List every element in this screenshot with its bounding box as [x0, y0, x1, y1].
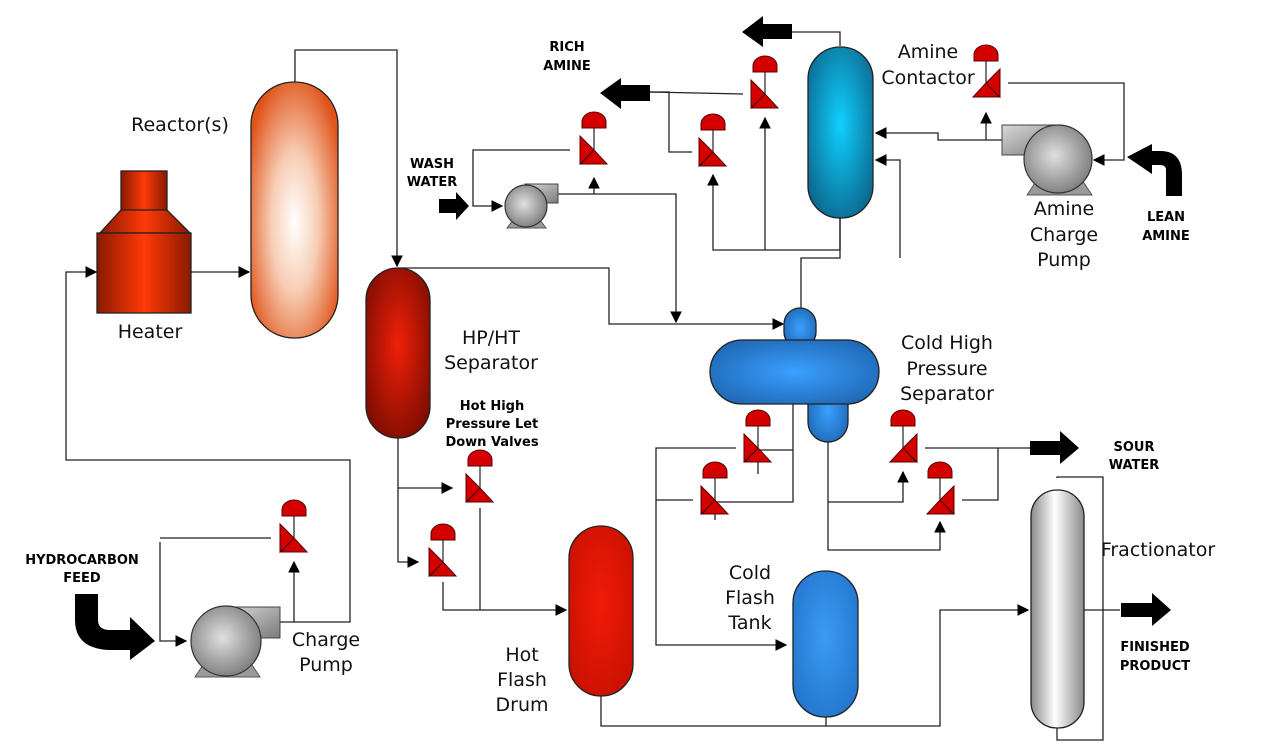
charge-pump-control-valve[interactable] — [279, 499, 308, 553]
hpht-bottoms-line — [397, 437, 420, 568]
hydrocarbon-feed-arrow-icon — [75, 594, 155, 660]
amine-recycle-line — [874, 154, 901, 258]
amine-contactor-label-1: Amine — [898, 41, 959, 63]
reactor-to-hpht-line — [294, 49, 403, 268]
rich-amine-valve-lower[interactable] — [698, 113, 727, 167]
lean-amine-control-valve[interactable] — [972, 44, 1001, 98]
lean-amine-feed-line — [874, 127, 1002, 141]
wash-water-control-valve[interactable] — [579, 111, 608, 165]
rich-amine-arrow-icon — [600, 78, 650, 109]
rich-amine-valve-upper[interactable] — [750, 55, 779, 109]
cold-sep-right-bottoms — [827, 440, 946, 551]
wash-water-label-2: WATER — [407, 175, 458, 190]
letdown-to-hotflash-line — [442, 582, 568, 616]
hpht-separator-label-2: Separator — [444, 352, 538, 374]
letdown-valves-label-3: Down Valves — [445, 435, 538, 450]
contactor-overhead-arrow-icon — [742, 16, 792, 47]
wash-water-pump[interactable] — [504, 183, 559, 229]
reactor-label: Reactor(s) — [131, 114, 229, 136]
sour-water-arrow-icon — [1030, 431, 1079, 464]
hot-flash-drum-label-3: Drum — [496, 694, 549, 716]
charge-pump-label-1: Charge — [292, 629, 360, 651]
sour-water-branch — [962, 448, 999, 501]
rich-amine-line-1 — [650, 91, 692, 153]
heater[interactable] — [96, 170, 192, 314]
sour-water-label-2: WATER — [1109, 458, 1160, 473]
hpht-overhead-line — [400, 267, 785, 330]
wash-water-recycle-line — [472, 149, 570, 212]
cold-sep-overhead-line — [800, 218, 841, 310]
hydrocarbon-feed-label-1: HYDROCARBON — [25, 553, 139, 568]
charge-pump[interactable] — [190, 605, 281, 678]
sour-water-valve-2[interactable] — [926, 461, 955, 515]
cold-hp-separator-label-3: Separator — [900, 383, 994, 405]
amine-contactor-vessel[interactable] — [807, 46, 874, 219]
hot-letdown-valve-1[interactable] — [465, 449, 494, 503]
rich-amine-line-2 — [649, 91, 744, 95]
feed-suction-line — [159, 542, 188, 647]
hot-flash-drum-label-2: Flash — [497, 669, 547, 691]
hot-flash-drum-vessel[interactable] — [568, 525, 634, 697]
finished-product-arrow-icon — [1121, 593, 1171, 626]
cold-hp-separator-label-1: Cold High — [901, 332, 993, 354]
fractionator-loop — [1056, 476, 1104, 741]
amine-charge-pump[interactable] — [1001, 124, 1093, 196]
amine-charge-pump-label-2: Charge — [1030, 224, 1098, 246]
lean-amine-label-1: LEAN — [1147, 210, 1185, 225]
cold-hp-separator[interactable] — [709, 307, 880, 443]
wash-water-label-1: WASH — [410, 157, 454, 172]
finished-product-label-2: PRODUCT — [1120, 659, 1190, 674]
charge-pump-label-2: Pump — [299, 654, 353, 676]
cold-flash-tank-label-1: Cold — [729, 562, 771, 584]
cold-flash-tank-label-2: Flash — [725, 587, 775, 609]
sour-water-label-1: SOUR — [1114, 440, 1155, 455]
finished-product-label-1: FINISHED — [1120, 640, 1190, 655]
contactor-overhead-line — [782, 31, 841, 46]
amine-contactor-label-2: Contactor — [881, 67, 975, 89]
wash-water-arrow-icon — [439, 192, 469, 220]
amine-charge-pump-label-1: Amine — [1034, 198, 1095, 220]
amine-charge-pump-label-3: Pump — [1037, 249, 1091, 271]
fractionator-label: Fractionator — [1101, 539, 1216, 561]
cold-flash-tank-label-3: Tank — [727, 612, 771, 634]
fractionator-vessel[interactable] — [1030, 489, 1085, 729]
sour-water-valve-1[interactable] — [889, 409, 918, 463]
hpht-separator-vessel[interactable] — [365, 267, 431, 439]
cold-sep-right-branch — [828, 470, 909, 503]
contactor-bottoms-line — [707, 173, 841, 251]
piping — [65, 31, 1125, 741]
cold-flash-tank-vessel[interactable] — [792, 570, 859, 718]
cold-letdown-valve-1[interactable] — [743, 409, 772, 463]
hpht-separator-label-1: HP/HT — [462, 327, 520, 349]
lean-amine-label-2: AMINE — [1142, 229, 1190, 244]
letdown-valves-label-2: Pressure Let — [446, 417, 539, 432]
hot-letdown-valve-2[interactable] — [428, 523, 457, 577]
to-cold-flash-line — [655, 447, 788, 651]
lean-amine-suction-line — [1008, 82, 1125, 166]
to-fractionator-line — [600, 604, 1030, 727]
rich-amine-label-1: RICH — [549, 40, 584, 55]
cold-hp-separator-label-2: Pressure — [906, 358, 987, 380]
heater-label: Heater — [118, 321, 183, 343]
letdown-valves-label-1: Hot High — [460, 399, 524, 414]
lean-amine-arrow-icon — [1127, 144, 1182, 196]
rich-amine-label-2: AMINE — [543, 59, 591, 74]
feed-to-heater-line — [65, 266, 351, 623]
cold-letdown-valve-2[interactable] — [700, 461, 729, 515]
hot-flash-drum-label-1: Hot — [505, 644, 538, 666]
wash-water-line — [553, 193, 682, 324]
hydrocarbon-feed-label-2: FEED — [63, 571, 101, 586]
reactor-vessel[interactable] — [250, 81, 339, 339]
